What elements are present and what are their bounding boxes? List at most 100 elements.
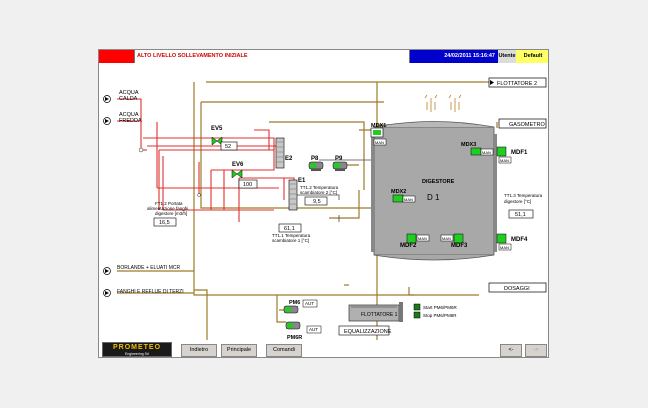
mdx2-label: MDX2 xyxy=(391,189,406,195)
tt13-label-2: digestore [°C] xyxy=(504,199,531,204)
pump-p9-icon[interactable] xyxy=(332,161,348,171)
tt13-value: 51,1 xyxy=(515,212,526,218)
sludge-lines xyxy=(117,81,519,340)
mixer-mdf4-icon[interactable] xyxy=(496,233,507,244)
mixer-mdf1-icon[interactable] xyxy=(496,146,507,157)
mdf2-man: MAN xyxy=(418,236,427,241)
mdf1-label: MDF1 xyxy=(511,150,528,156)
label-acqua-calda-2: CALDA xyxy=(119,96,138,102)
mixer-mdx1-icon[interactable] xyxy=(370,127,384,138)
back-button[interactable]: Indietro xyxy=(181,344,217,357)
mdf1-mode[interactable] xyxy=(498,156,512,164)
company-logo: PROMETEO Engineering Srl xyxy=(102,342,172,357)
ev5-value-box xyxy=(220,141,238,151)
tt12-value-box xyxy=(304,196,328,206)
mdf2-mode[interactable] xyxy=(416,234,430,242)
digester-label: DIGESTORE xyxy=(422,179,455,185)
tt11-label-2: scambiatore 1 [°C] xyxy=(272,238,309,243)
commands-button[interactable]: Comandi xyxy=(266,344,302,357)
logo-text: PROMETEO xyxy=(112,344,162,351)
mdx2-mode[interactable] xyxy=(402,195,416,203)
mdf1-man: MAN xyxy=(500,158,509,163)
pump-pm6-icon[interactable] xyxy=(283,305,299,314)
mdx2-man: MAN xyxy=(404,197,413,202)
ft12-value-box xyxy=(153,217,177,227)
e1-label: E1 xyxy=(298,178,306,184)
ev6-value-box xyxy=(238,179,258,189)
mixer-mdx3-icon[interactable] xyxy=(470,147,482,156)
pm6-label: PM6 xyxy=(289,300,300,306)
pm6-aut: AUT xyxy=(305,301,314,306)
gasometro-box[interactable] xyxy=(498,118,547,129)
next-page-button[interactable]: -> xyxy=(525,344,547,357)
pump-p8-icon[interactable] xyxy=(308,161,324,171)
mdx1-mode[interactable] xyxy=(373,138,387,146)
label-acqua-fredda-2: FREDDA xyxy=(119,118,142,124)
equalizzazione-box[interactable] xyxy=(338,325,390,336)
exchanger-e1-icon[interactable] xyxy=(288,179,298,211)
main-button[interactable]: Principale xyxy=(221,344,257,357)
gasometro-label: GASOMETRO xyxy=(509,122,545,128)
pm6-mode[interactable] xyxy=(302,299,318,308)
exchanger-e2-icon[interactable] xyxy=(275,137,285,169)
pm6r-label: PM6R xyxy=(287,335,302,341)
alarm-indicator xyxy=(99,50,135,63)
start-pm6-label: Start PM6/PM6R xyxy=(423,305,458,310)
tt12-label-2: scambiatore 2 [°C] xyxy=(300,190,337,195)
mixer-mdx2-icon[interactable] xyxy=(392,194,404,203)
mdx3-man: MAN xyxy=(482,150,491,155)
pump-pm6r-icon[interactable] xyxy=(285,321,301,330)
valve-ev6-icon[interactable] xyxy=(231,169,243,179)
logo-subtext: Engineering Srl xyxy=(125,352,149,356)
tt11-value-box xyxy=(278,223,302,233)
pm6r-mode[interactable] xyxy=(306,325,322,334)
prev-page-button[interactable]: <- xyxy=(500,344,522,357)
hot-water-lines xyxy=(117,98,295,222)
label-borlande: BORLANDE + ELUATI MCR xyxy=(117,265,181,271)
ev5-label: EV5 xyxy=(211,126,223,132)
valve-ev5-icon[interactable] xyxy=(211,136,223,146)
digester-tank[interactable] xyxy=(371,121,497,261)
mdx3-mode[interactable] xyxy=(480,148,494,156)
scada-panel: ALTO LIVELLO SOLLEVAMENTO INIZIALE 24/02… xyxy=(98,49,549,358)
stop-pm6-button[interactable] xyxy=(413,311,421,319)
ev6-label: EV6 xyxy=(232,162,244,168)
p9-label: P9 xyxy=(335,156,343,162)
flottatore2-label: FLOTTATORE 2 xyxy=(497,81,537,87)
start-pm6-button[interactable] xyxy=(413,303,421,311)
pm6r-aut: AUT xyxy=(309,327,318,332)
mdx1-man: MAN xyxy=(375,140,384,145)
stop-pm6-label: Stop PM6/PM6R xyxy=(423,313,457,318)
label-acqua-calda-1: ACQUA xyxy=(119,90,139,96)
mdf4-man: MAN xyxy=(500,245,509,250)
sensor-icon xyxy=(138,147,144,153)
mdf4-label: MDF4 xyxy=(511,237,528,243)
label-fanghi: FANGHI E REFLUE DI TERZI xyxy=(117,289,184,295)
process-diagram: ACQUA CALDA ACQUA FREDDA BORLANDE + ELUA… xyxy=(103,77,547,341)
mdf3-man: MAN xyxy=(442,236,451,241)
datetime-display: 24/02/2011 15:16:47 xyxy=(410,50,498,63)
digester-name: D 1 xyxy=(427,193,440,202)
flottatore1-tank[interactable] xyxy=(348,302,403,322)
label-acqua-fredda-1: ACQUA xyxy=(119,112,139,118)
tt12-label-1: TT1.2 Temperatura xyxy=(300,185,339,190)
ft12-label-1: FT1.2 Portata xyxy=(155,201,183,206)
ev6-value: 100 xyxy=(243,182,252,188)
ev5-value: 52 xyxy=(225,144,231,150)
mixer-mdf3-icon[interactable] xyxy=(453,233,464,244)
alarm-message: ALTO LIVELLO SOLLEVAMENTO INIZIALE xyxy=(135,50,410,63)
flottatore1-label: FLOTTATORE 1 xyxy=(361,312,398,318)
dosaggi-label: DOSAGGI xyxy=(504,286,530,292)
dosaggi-box[interactable] xyxy=(488,282,547,293)
mdf3-mode[interactable] xyxy=(440,234,454,242)
tt11-value: 61,1 xyxy=(284,226,295,232)
tt11-label-1: TT1.1 Temperatura xyxy=(272,233,311,238)
mixer-mdf2-icon[interactable] xyxy=(406,233,417,244)
inlet-arrows xyxy=(103,95,111,297)
tt12-value: 9,5 xyxy=(313,199,321,205)
e2-label: E2 xyxy=(285,156,293,162)
ft12-label-2: alimentazione fanghi xyxy=(147,206,188,211)
mdf4-mode[interactable] xyxy=(498,243,512,251)
flottatore2-box[interactable] xyxy=(488,77,547,88)
profile-indicator[interactable]: Default xyxy=(516,50,548,63)
